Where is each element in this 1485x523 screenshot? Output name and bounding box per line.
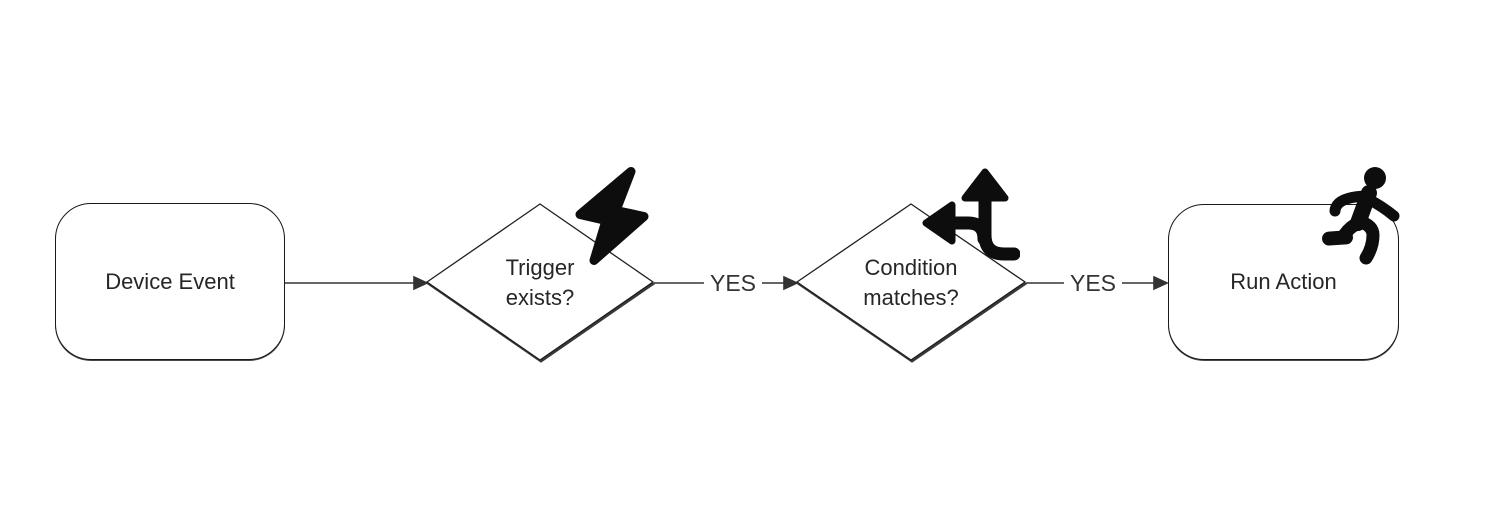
node-device-event-label: Device Event xyxy=(105,268,235,294)
edge-label-yes-2: YES xyxy=(1063,268,1123,298)
arrowhead-icon xyxy=(783,275,799,291)
lightning-bolt-icon xyxy=(575,167,649,265)
arrowhead-icon xyxy=(1153,275,1169,291)
decision-diamond-shape xyxy=(795,203,1027,361)
edge-label-yes-1: YES xyxy=(703,268,763,298)
arrowhead-icon xyxy=(413,275,429,291)
node-device-event: Device Event xyxy=(55,203,285,360)
running-person-icon xyxy=(1322,167,1400,265)
split-arrows-up-left-icon xyxy=(922,168,1020,261)
node-run-action-label: Run Action xyxy=(1230,269,1337,294)
